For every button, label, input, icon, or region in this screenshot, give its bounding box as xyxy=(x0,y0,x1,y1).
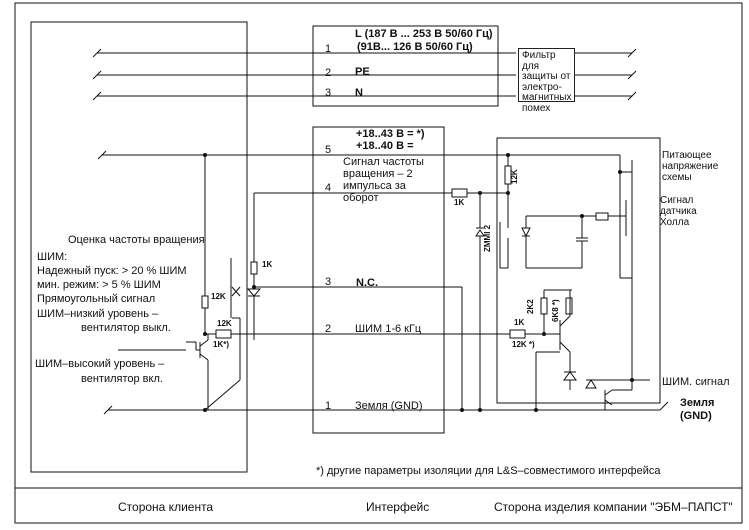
resistor-label: 6K8 *) xyxy=(551,299,560,322)
outer-frame xyxy=(14,2,743,524)
product-ground-label: Земля (GND) xyxy=(680,397,715,422)
resistor-label: 12K xyxy=(510,169,519,184)
pin-number: 5 xyxy=(325,144,332,156)
interface-top-box xyxy=(312,25,499,107)
fan-on-label: вентилятор вкл. xyxy=(81,373,163,385)
interface-caption: Интерфейс xyxy=(366,500,430,514)
pwm-high-label: ШИМ–высокий уровень – xyxy=(35,358,165,370)
footnote: *) другие параметры изоляции для L&S–сов… xyxy=(316,465,661,477)
pin-number: 1 xyxy=(325,43,332,55)
pwm-signal-label: ШИМ. сигнал xyxy=(662,376,730,388)
nc-label: N.C. xyxy=(356,277,378,289)
supply-line2-label: (91В... 126 В 50/60 Гц) xyxy=(357,41,473,53)
client-side-box xyxy=(30,21,248,473)
pwm-low-label: ШИМ–низкий уровень – xyxy=(37,308,159,320)
supply-line1-label: L (187 В ... 253 В 50/60 Гц) xyxy=(355,28,493,40)
pwm-label: ШИМ 1-6 кГц xyxy=(355,323,422,335)
resistor-label: 12K *) xyxy=(512,340,535,349)
supply-voltage-label: Питающее напряжение схемы xyxy=(662,150,719,183)
pin-number: 4 xyxy=(325,182,332,194)
resistor-label: 1K xyxy=(262,260,273,269)
resistor-label: 1K xyxy=(514,318,525,327)
product-side-caption: Сторона изделия компании "ЭБМ–ПАПСТ" xyxy=(494,500,733,514)
pwm-title-label: ШИМ: xyxy=(37,251,68,263)
resistor-label: 12K xyxy=(217,319,232,328)
resistor-label: 12K xyxy=(211,292,226,301)
voltage-2-label: +18..40 В = xyxy=(356,140,414,152)
pin-number: 3 xyxy=(325,276,332,288)
resistor-label: 1K*) xyxy=(213,340,230,349)
interface-bottom-box xyxy=(312,126,445,434)
speed-eval-label: Оценка частоты вращения xyxy=(68,234,205,246)
resistor-label: 2K2 xyxy=(526,299,535,314)
speed-signal-label: Сигнал частоты вращения – 2 импульса за … xyxy=(343,156,424,205)
ground-label: Земля (GND) xyxy=(355,400,423,412)
zener-label: ZMMI 2 xyxy=(483,224,492,252)
supply-n-label: N xyxy=(355,87,363,99)
pin-number: 2 xyxy=(325,67,332,79)
hall-signal-label: Сигнал датчика Холла xyxy=(660,195,697,228)
pin-number: 1 xyxy=(325,400,332,412)
product-side-box xyxy=(496,137,661,404)
min-mode-label: мин. режим: > 5 % ШИМ xyxy=(37,279,161,291)
resistor-label: 1K xyxy=(454,198,465,207)
voltage-1-label: +18..43 В = *) xyxy=(356,128,425,140)
pin-number: 3 xyxy=(325,87,332,99)
emi-filter-box: Фильтр для защиты от электро-магнитных п… xyxy=(518,48,575,113)
rect-signal-label: Прямоугольный сигнал xyxy=(37,293,156,305)
supply-pe-label: PE xyxy=(355,66,370,78)
reliable-start-label: Надежный пуск: > 20 % ШИМ xyxy=(37,265,187,277)
client-side-caption: Сторона клиента xyxy=(118,500,214,514)
fan-off-label: вентилятор выкл. xyxy=(81,322,171,334)
pin-number: 2 xyxy=(325,323,332,335)
